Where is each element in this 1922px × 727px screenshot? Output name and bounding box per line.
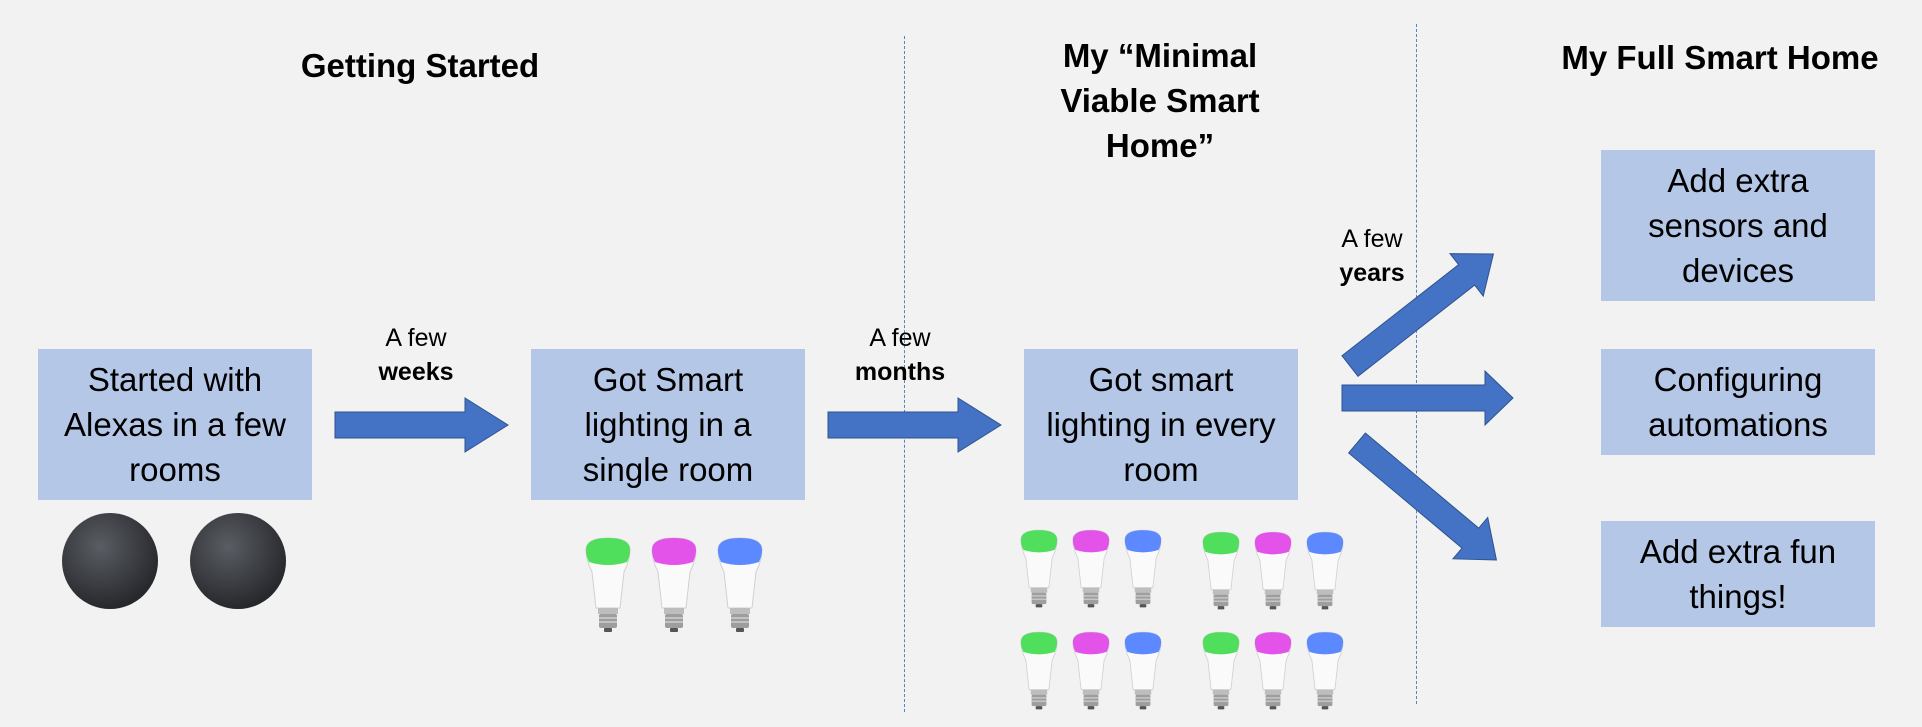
smart-bulb-icon <box>1020 631 1058 710</box>
smart-bulb-icon <box>1020 529 1058 608</box>
outcome-box-sensors-devices: Add extra sensors and devices <box>1601 150 1875 301</box>
smart-bulb-icon <box>651 537 697 632</box>
smart-bulb-icon <box>1202 531 1240 610</box>
transition-label-months: A few months <box>854 324 946 386</box>
smart-bulb-icon <box>585 537 631 632</box>
section-title-full-smart-home: My Full Smart Home <box>1561 39 1879 76</box>
arrow-automations <box>1341 369 1514 427</box>
step-box-every-room-lighting: Got smart lighting in every room <box>1024 349 1298 500</box>
outcome-box-fun-things: Add extra fun things! <box>1601 521 1875 627</box>
section-divider-2 <box>1416 24 1417 704</box>
transition-label-weeks: A few weeks <box>378 324 454 386</box>
arrow-months <box>827 397 1002 453</box>
step-box-single-room-lighting: Got Smart lighting in a single room <box>531 349 805 500</box>
smart-bulb-icon <box>1254 531 1292 610</box>
smart-speaker-icon <box>190 513 286 609</box>
step-box-alexas: Started with Alexas in a few rooms <box>38 349 312 500</box>
outcome-box-automations: Configuring automations <box>1601 349 1875 455</box>
smart-bulb-icon <box>1072 529 1110 608</box>
transition-label-years: A few years <box>1339 225 1405 287</box>
smart-bulb-icon <box>1254 631 1292 710</box>
smart-bulb-icon <box>1306 631 1344 710</box>
section-title-minimal-viable-smart-home: My “Minimal Viable Smart Home” <box>1060 37 1260 164</box>
section-divider-1 <box>904 36 905 712</box>
section-title-getting-started: Getting Started <box>300 47 540 84</box>
arrow-weeks <box>334 397 509 453</box>
smart-speaker-icon <box>62 513 158 609</box>
smart-bulb-icon <box>1072 631 1110 710</box>
arrow-sensors-devices <box>1341 253 1495 377</box>
smart-bulb-icon <box>717 537 763 632</box>
smart-bulb-icon <box>1202 631 1240 710</box>
smart-bulb-icon <box>1124 631 1162 710</box>
smart-bulb-icon <box>1306 531 1344 610</box>
arrow-fun-things <box>1347 432 1498 561</box>
smart-bulb-icon <box>1124 529 1162 608</box>
